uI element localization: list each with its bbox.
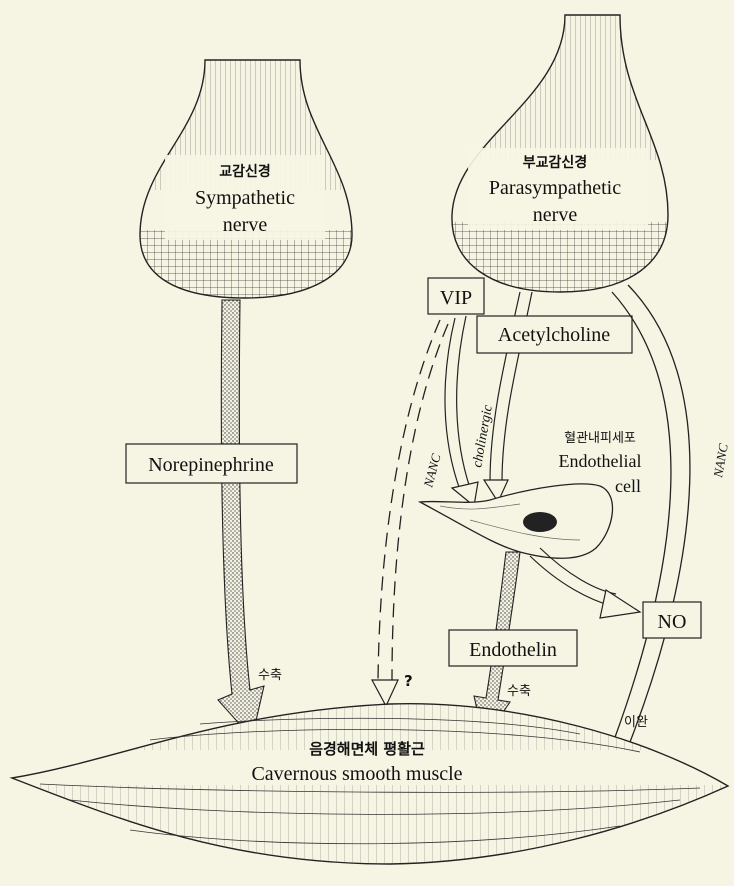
contraction-left-label: 수축 [258,668,282,683]
endothelin-label: Endothelin [469,639,557,661]
norepinephrine-label: Norepinephrine [148,454,274,476]
sympathetic-label-ko: 교감신경 [219,163,271,180]
unknown-effect-label: ? [404,672,413,690]
muscle-label-en: Cavernous smooth muscle [251,763,462,785]
no-arrow [529,547,642,619]
cavernous-smooth-muscle [9,703,730,865]
acetylcholine-box: Acetylcholine [476,315,633,354]
acetylcholine-label: Acetylcholine [498,324,610,346]
endothelial-cell [417,483,614,559]
endothelial-label-en-1: Endothelial [559,451,642,471]
endothelial-label-ko: 혈관내피세포 [564,431,636,446]
parasympathetic-nerve-terminal [451,14,669,293]
nanc-right-arrow [605,284,691,780]
sympathetic-label-en-2: nerve [223,214,268,236]
parasympathetic-label-ko: 부교감신경 [523,154,587,171]
no-label: NO [658,611,687,633]
endothelial-label-en-2: cell [615,476,641,496]
endothelial-nucleus [523,512,557,532]
relaxation-label: 이완 [624,715,648,730]
parasympathetic-label-en-2: nerve [533,204,578,226]
vip-box: VIP [427,277,485,315]
sympathetic-nerve-terminal [139,59,353,299]
muscle-label-ko: 음경해면체 평활근 [309,740,425,758]
norepinephrine-box: Norepinephrine [125,443,298,484]
no-box: NO [642,601,702,639]
endothelin-box: Endothelin [448,629,578,667]
vip-label: VIP [440,287,472,309]
vip-unknown-arrow [370,319,449,708]
nanc-right-label: NANC [710,442,731,479]
nanc-left-arrow [444,315,479,508]
nanc-left-label: NANC [420,452,444,490]
sympathetic-label-en-1: Sympathetic [195,187,295,209]
contraction-right-label: 수축 [507,684,531,699]
parasympathetic-label-en-1: Parasympathetic [489,177,621,199]
